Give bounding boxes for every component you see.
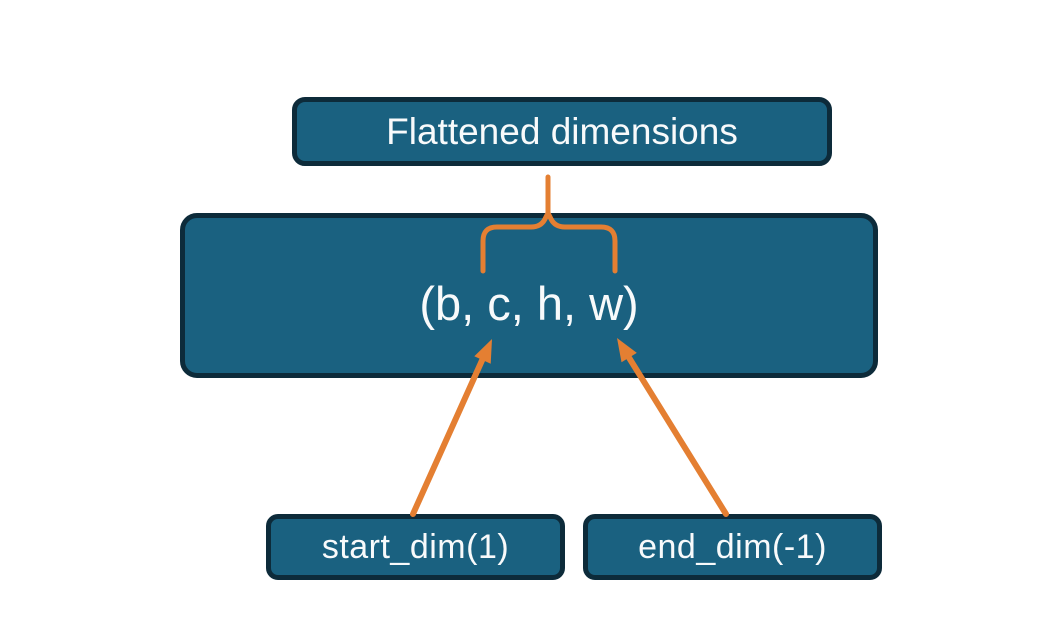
start-dim-label: start_dim(1) — [321, 528, 510, 566]
flattened-dimensions-box: Flattened dimensions — [292, 97, 832, 166]
start-dim-box: start_dim(1) — [266, 514, 565, 580]
tensor-shape-label: (b, c, h, w) — [419, 277, 639, 330]
start-dim-arrow-icon — [410, 353, 487, 517]
flattened-dimensions-label: Flattened dimensions — [386, 111, 738, 152]
tensor-shape-box: (b, c, h, w) — [180, 213, 878, 378]
end-dim-label: end_dim(-1) — [638, 528, 827, 566]
end-dim-box: end_dim(-1) — [583, 514, 882, 580]
end-dim-arrow-icon — [625, 353, 729, 517]
